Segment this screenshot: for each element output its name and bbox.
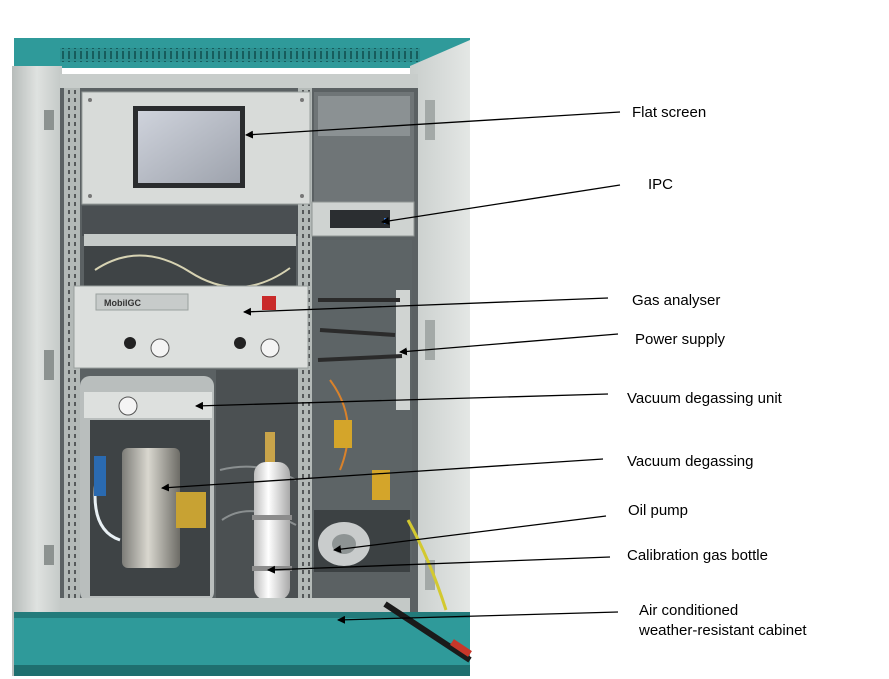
label-flat-screen: Flat screen bbox=[632, 104, 707, 121]
label-ipc: IPC bbox=[648, 176, 674, 193]
label-oil-pump: Oil pump bbox=[628, 502, 689, 519]
label-power-supply: Power supply bbox=[635, 331, 726, 348]
label-gas-analyser: Gas analyser bbox=[632, 292, 721, 309]
label-air-conditioned-line1: Air conditioned bbox=[639, 602, 739, 619]
screen-panel bbox=[81, 91, 311, 205]
ipc-unit bbox=[311, 92, 415, 237]
label-air-conditioned-line2: weather-resistant cabinet bbox=[639, 622, 807, 639]
vacuum-degassing-unit bbox=[80, 376, 214, 602]
label-vacuum-degassing: Vacuum degassing bbox=[627, 453, 754, 470]
left-door bbox=[12, 66, 62, 676]
right-door bbox=[410, 40, 470, 676]
brand-label: MobilGC bbox=[104, 298, 141, 308]
cabinet-top bbox=[14, 38, 470, 68]
label-vacuum-degassing-unit: Vacuum degassing unit bbox=[627, 390, 782, 407]
label-calibration-gas-bottle: Calibration gas bottle bbox=[627, 547, 768, 564]
gas-analyser-panel: MobilGC bbox=[73, 285, 309, 369]
rack-rail-left bbox=[64, 88, 80, 608]
